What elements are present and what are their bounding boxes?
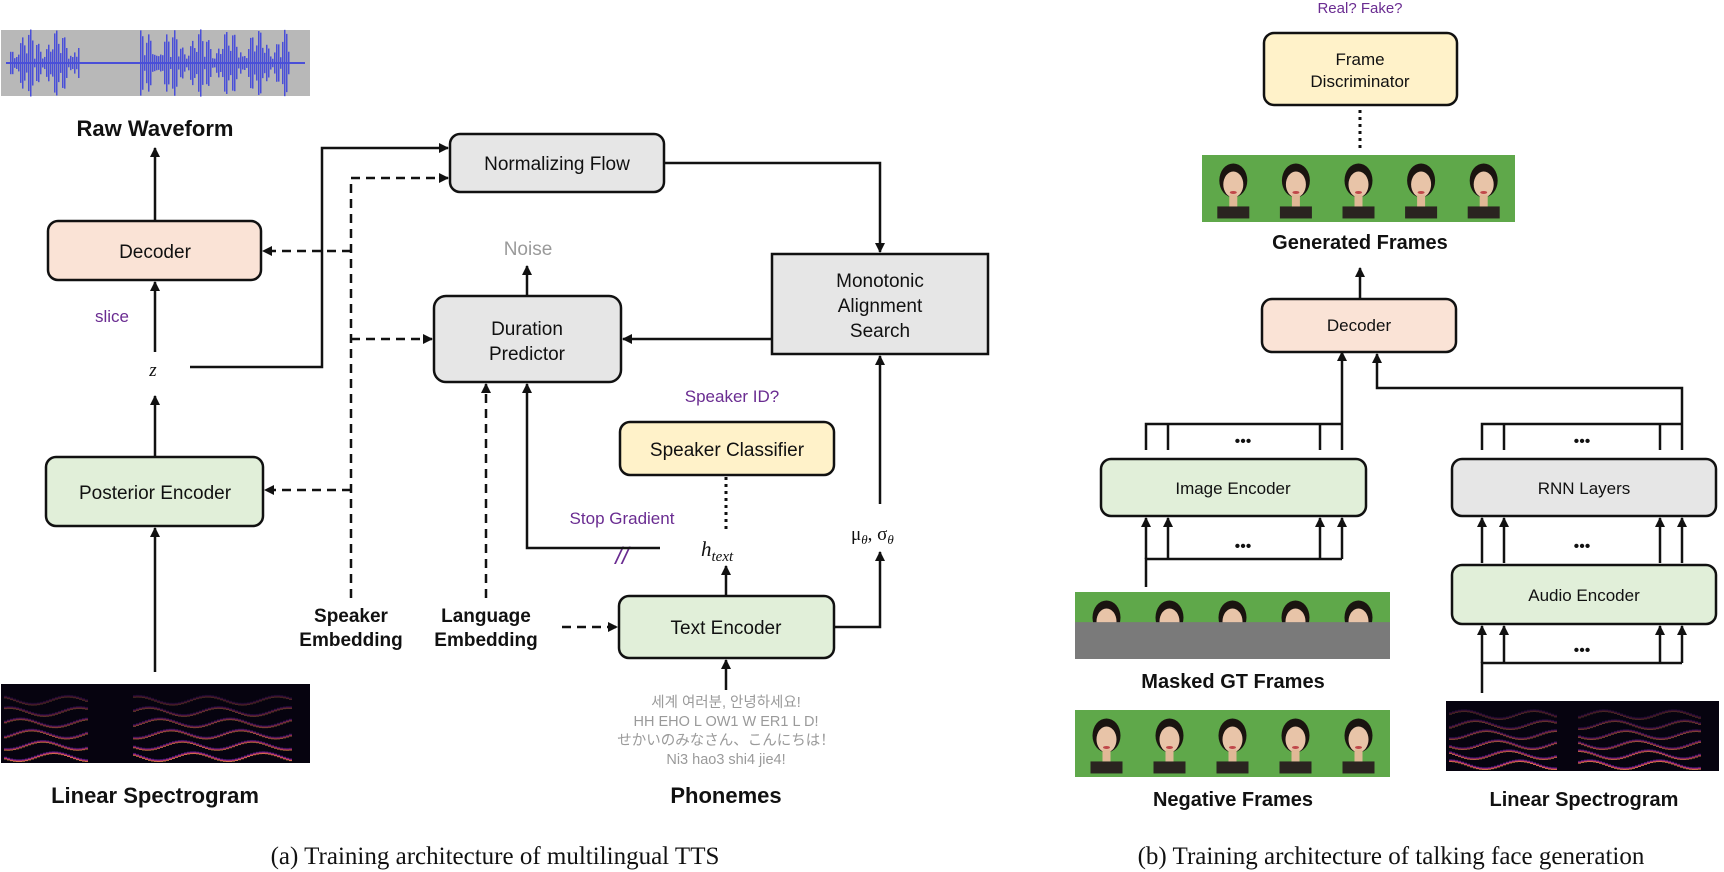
frame-discriminator-label-1: Frame bbox=[1335, 50, 1384, 69]
phoneme-example-3: せかいのみなさん、こんにちは！ bbox=[617, 732, 835, 749]
generated-frames-image bbox=[1202, 155, 1515, 222]
linear-spectrogram-image-b bbox=[1446, 701, 1719, 771]
ellipsis-rnn-bottom: ••• bbox=[1574, 538, 1591, 555]
audio-encoder-block: Audio Encoder bbox=[1450, 563, 1718, 626]
frame-discriminator-block: Frame Discriminator bbox=[1262, 31, 1459, 107]
face-arrows bbox=[1141, 351, 1687, 693]
negative-frames-label: Negative Frames bbox=[1153, 789, 1313, 811]
raw-waveform-image bbox=[1, 29, 310, 97]
noise-label: Noise bbox=[504, 239, 553, 260]
monotonic-alignment-search-block: Monotonic Alignment Search bbox=[770, 252, 990, 356]
speaker-classifier-label: Speaker Classifier bbox=[650, 440, 805, 461]
ellipsis-rnn-top: ••• bbox=[1574, 433, 1591, 450]
sigma-sub: θ bbox=[887, 532, 894, 547]
tts-decoder-label: Decoder bbox=[119, 242, 191, 263]
generated-frames-label: Generated Frames bbox=[1272, 232, 1448, 254]
stop-gradient-label: Stop Gradient bbox=[570, 509, 675, 528]
mu-main: μ bbox=[851, 524, 861, 545]
ellipsis-image-encoder-top: ••• bbox=[1235, 433, 1252, 450]
linear-spectrogram-label-a: Linear Spectrogram bbox=[51, 783, 259, 808]
stop-gradient-mark: // bbox=[613, 543, 631, 570]
mu-sub: θ bbox=[861, 532, 868, 547]
masked-gt-frames-label: Masked GT Frames bbox=[1141, 671, 1324, 693]
image-encoder-label: Image Encoder bbox=[1175, 479, 1291, 498]
masked-gt-frames-image bbox=[1075, 592, 1390, 659]
h-text-main: h bbox=[701, 537, 712, 561]
normalizing-flow-block: Normalizing Flow bbox=[448, 132, 666, 194]
text-encoder-block: Text Encoder bbox=[617, 594, 836, 660]
phoneme-example-1: 세계 여러분, 안녕하세요! bbox=[651, 694, 801, 711]
speaker-embedding-label-2: Embedding bbox=[299, 630, 402, 651]
rnn-layers-block: RNN Layers bbox=[1450, 457, 1718, 518]
posterior-encoder-label: Posterior Encoder bbox=[79, 483, 232, 504]
duration-predictor-block: Duration Predictor bbox=[432, 294, 623, 384]
image-encoder-block: Image Encoder bbox=[1099, 457, 1368, 518]
rnn-layers-label: RNN Layers bbox=[1538, 479, 1631, 498]
ellipsis-audio-bottom: ••• bbox=[1574, 642, 1591, 659]
caption-b: (b) Training architecture of talking fac… bbox=[1138, 843, 1645, 870]
h-text-sub: text bbox=[712, 549, 734, 565]
tts-decoder-block: Decoder bbox=[46, 219, 263, 282]
mu-sigma-label: μθ, σθ bbox=[851, 524, 894, 547]
speaker-embedding-label-1: Speaker bbox=[314, 606, 389, 627]
mu-sep: , σ bbox=[868, 524, 888, 545]
speaker-classifier-block: Speaker Classifier bbox=[618, 420, 836, 477]
real-fake-label: Real? Fake? bbox=[1317, 0, 1402, 17]
h-text-label: htext bbox=[701, 537, 734, 565]
mas-label-2: Alignment bbox=[838, 296, 923, 317]
face-decoder-label: Decoder bbox=[1327, 316, 1392, 335]
language-embedding-label-2: Embedding bbox=[434, 630, 537, 651]
face-decoder-block: Decoder bbox=[1260, 297, 1458, 354]
mas-label-1: Monotonic bbox=[836, 271, 924, 292]
negative-frames-image bbox=[1075, 710, 1390, 777]
audio-encoder-label: Audio Encoder bbox=[1528, 586, 1640, 605]
tts-solid-arrows bbox=[150, 143, 885, 690]
tts-dashed-arrows bbox=[262, 173, 618, 632]
ellipsis-image-encoder-bottom: ••• bbox=[1235, 538, 1252, 555]
slice-label: slice bbox=[95, 307, 129, 326]
linear-spectrogram-image-a bbox=[1, 684, 310, 763]
frame-discriminator-label-2: Discriminator bbox=[1310, 72, 1410, 91]
speaker-id-label: Speaker ID? bbox=[685, 387, 780, 406]
phonemes-label: Phonemes bbox=[670, 783, 781, 808]
caption-a: (a) Training architecture of multilingua… bbox=[271, 843, 720, 870]
linear-spectrogram-label-b: Linear Spectrogram bbox=[1490, 789, 1679, 811]
duration-predictor-label-2: Predictor bbox=[489, 344, 566, 365]
mas-label-3: Search bbox=[850, 321, 910, 342]
phoneme-example-2: HH EHO L OW1 W ER1 L D! bbox=[633, 714, 818, 730]
posterior-encoder-block: Posterior Encoder bbox=[44, 455, 265, 528]
text-encoder-label: Text Encoder bbox=[671, 618, 783, 639]
z-label: z bbox=[148, 360, 157, 381]
normalizing-flow-label: Normalizing Flow bbox=[484, 154, 630, 175]
raw-waveform-label: Raw Waveform bbox=[77, 116, 234, 141]
language-embedding-label-1: Language bbox=[441, 606, 531, 627]
phoneme-example-4: Ni3 hao3 shi4 jie4! bbox=[666, 752, 785, 768]
duration-predictor-label-1: Duration bbox=[491, 319, 563, 340]
